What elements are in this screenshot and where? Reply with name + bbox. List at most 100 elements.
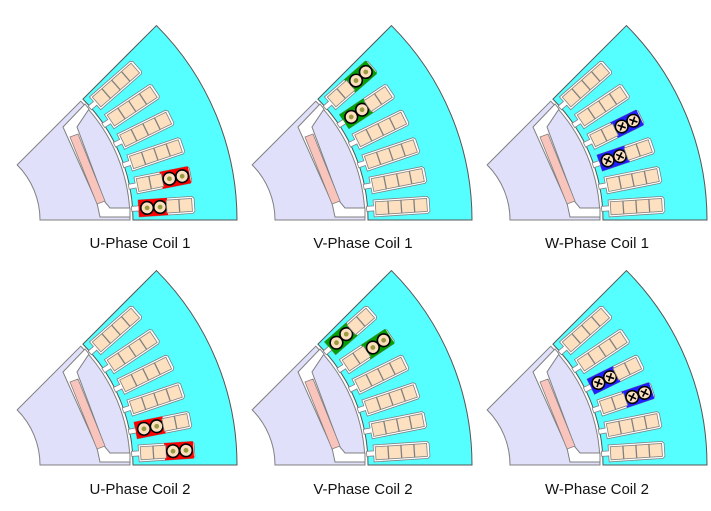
conductor xyxy=(635,139,653,157)
current-out-dot-icon xyxy=(144,205,150,211)
conductor xyxy=(635,198,650,214)
permanent-magnet xyxy=(304,133,341,205)
stator-slot xyxy=(557,305,612,356)
permanent-magnet xyxy=(69,133,106,205)
current-out-dot-icon xyxy=(167,176,172,182)
conductor xyxy=(165,139,183,157)
current-in-cross-icon xyxy=(594,378,603,388)
conductor xyxy=(622,444,637,460)
panel-label-u2: U-Phase Coil 2 xyxy=(90,481,191,498)
stator-slot xyxy=(356,382,421,417)
conductor xyxy=(618,418,635,435)
conductor xyxy=(141,147,159,165)
permanent-magnet xyxy=(69,378,106,450)
conductor xyxy=(341,352,361,372)
conductor xyxy=(153,388,171,406)
conductor xyxy=(121,307,141,327)
conductor xyxy=(139,330,158,350)
stator-slot xyxy=(571,329,630,375)
conductor xyxy=(591,307,611,327)
current-out-dot-icon xyxy=(157,204,163,210)
conductor xyxy=(648,198,663,213)
conductor xyxy=(396,415,413,432)
current-in-cross-icon xyxy=(617,122,626,131)
permanent-magnet xyxy=(539,133,576,205)
conductor xyxy=(165,384,183,402)
conductor xyxy=(346,316,366,336)
stator-slot xyxy=(366,196,431,218)
conductor xyxy=(141,392,159,410)
conductor xyxy=(374,85,393,105)
conductor xyxy=(142,117,161,136)
conductor xyxy=(142,362,161,381)
motor-panel xyxy=(486,269,708,466)
conductor xyxy=(135,175,152,192)
conductor xyxy=(609,330,628,350)
conductor xyxy=(130,123,149,142)
conductor xyxy=(400,443,415,459)
panel-label-v1: V-Phase Coil 1 xyxy=(313,235,412,252)
conductor xyxy=(388,388,406,406)
stator-slot xyxy=(87,60,142,111)
conductor xyxy=(587,100,607,120)
conductor xyxy=(165,198,180,214)
conductor xyxy=(154,111,173,130)
conductor xyxy=(128,338,148,358)
conductor xyxy=(609,85,628,105)
conductor xyxy=(598,93,618,113)
motor-panel xyxy=(251,269,473,466)
current-out-dot-icon xyxy=(141,426,147,432)
stator-slot xyxy=(336,329,395,375)
motor-panel xyxy=(486,24,708,221)
conductor xyxy=(571,79,591,99)
conductor xyxy=(376,147,394,165)
current-out-dot-icon xyxy=(334,340,339,346)
current-out-dot-icon xyxy=(170,448,176,454)
conductor xyxy=(409,168,425,185)
conductor xyxy=(576,352,596,372)
conductor xyxy=(389,356,408,375)
conductor xyxy=(400,139,418,157)
conductor xyxy=(117,100,137,120)
stator-slot xyxy=(571,84,630,130)
conductor xyxy=(561,88,581,108)
conductor xyxy=(413,198,428,213)
conductor xyxy=(154,356,173,375)
conductor xyxy=(121,62,141,82)
conductor xyxy=(130,368,149,387)
conductor xyxy=(365,368,384,387)
conductor xyxy=(161,415,178,432)
conductor xyxy=(605,175,622,192)
motor-panel xyxy=(16,24,238,221)
conductor xyxy=(605,420,622,437)
stator-slot xyxy=(582,354,645,395)
current-out-dot-icon xyxy=(381,337,387,343)
conductor xyxy=(119,128,138,148)
conductor xyxy=(374,200,389,216)
panel-label-v2: V-Phase Coil 2 xyxy=(313,481,412,498)
conductor xyxy=(598,338,618,358)
conductor xyxy=(581,71,601,91)
current-in-cross-icon xyxy=(615,152,625,161)
conductor xyxy=(128,151,146,170)
panel-label-u1: U-Phase Coil 1 xyxy=(90,235,191,252)
stator-slot xyxy=(101,329,160,375)
conductor xyxy=(148,173,165,190)
current-in-cross-icon xyxy=(640,388,649,397)
conductor xyxy=(622,199,637,215)
current-in-cross-icon xyxy=(628,392,637,402)
conductor xyxy=(389,111,408,130)
permanent-magnet xyxy=(539,378,576,450)
conductor xyxy=(326,88,346,108)
conductor xyxy=(119,373,138,393)
conductor xyxy=(117,345,137,365)
current-out-dot-icon xyxy=(359,107,365,113)
conductor xyxy=(106,107,126,127)
current-out-dot-icon xyxy=(363,69,369,75)
conductor xyxy=(413,443,428,458)
conductor xyxy=(365,123,384,142)
conductor xyxy=(111,71,131,91)
conductor xyxy=(139,85,158,105)
conductor xyxy=(644,168,660,185)
conductor xyxy=(631,415,648,432)
